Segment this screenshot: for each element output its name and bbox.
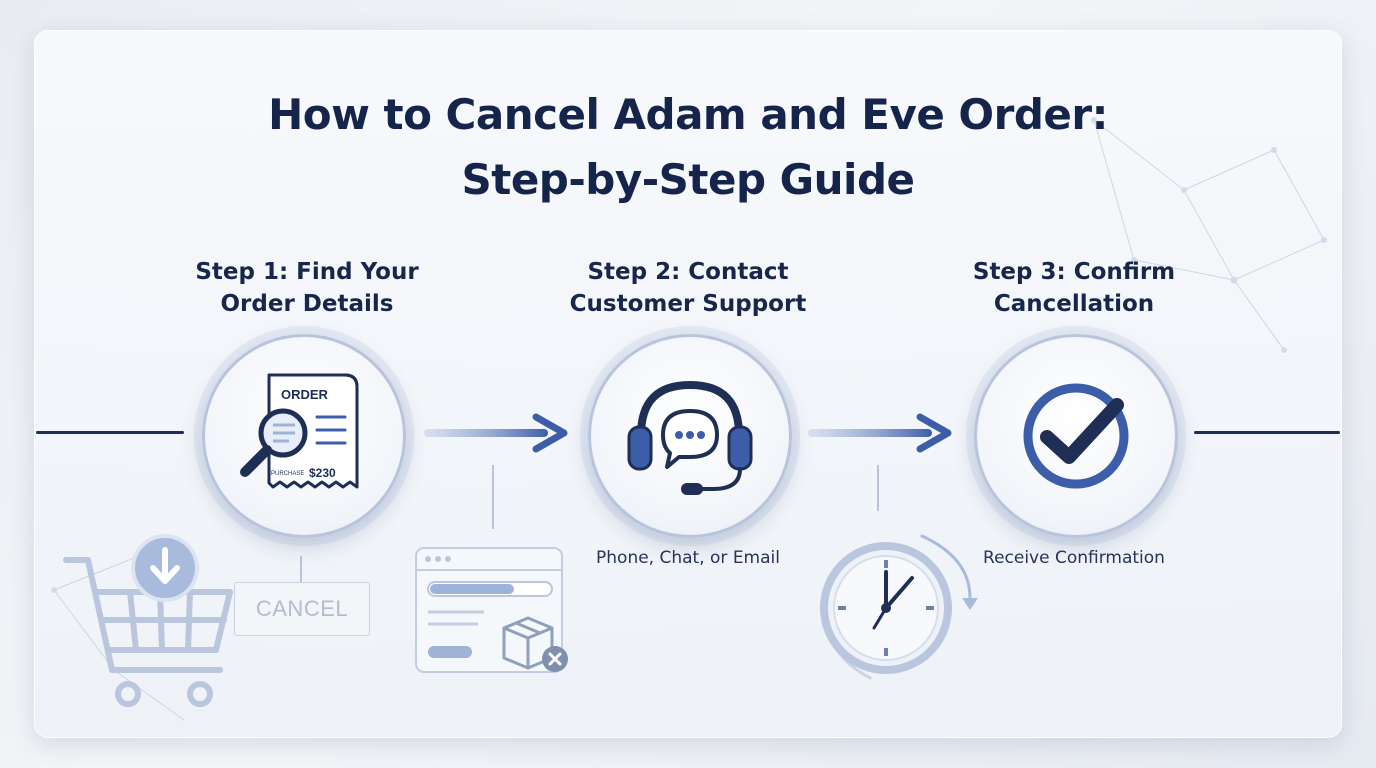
step-3-sub-label: Receive Confirmation bbox=[983, 548, 1165, 568]
step-3-stem-line bbox=[877, 465, 879, 511]
package-icon bbox=[502, 616, 554, 670]
clock-icon bbox=[820, 534, 978, 680]
step-3-title-line-1: Step 3: Confirm bbox=[972, 259, 1176, 285]
download-icon bbox=[131, 534, 199, 602]
receipt-caption: PURCHASE bbox=[271, 471, 304, 477]
step-1-title-line-2: Order Details bbox=[220, 291, 394, 317]
receipt-amount: $230 bbox=[309, 466, 336, 480]
step-3-title: Step 3: Confirm Cancellation bbox=[924, 256, 1224, 320]
headset-chat-icon bbox=[627, 380, 753, 495]
step-2-title: Step 2: Contact Customer Support bbox=[538, 256, 838, 320]
step-2-circle bbox=[588, 334, 792, 538]
page-title-line-1: How to Cancel Adam and Eve Order: bbox=[268, 90, 1108, 139]
step-3-circle bbox=[974, 334, 1178, 538]
page-title: How to Cancel Adam and Eve Order: Step-b… bbox=[0, 82, 1376, 212]
step-2-title-line-2: Customer Support bbox=[569, 291, 807, 317]
receipt-heading: ORDER bbox=[281, 387, 329, 402]
step-3-title-line-2: Cancellation bbox=[993, 291, 1155, 317]
step-2-title-line-1: Step 2: Contact bbox=[587, 259, 789, 285]
right-connector-line bbox=[1194, 431, 1340, 434]
browser-window-icon bbox=[415, 547, 563, 673]
checkmark-icon bbox=[1023, 383, 1129, 489]
step-2-stem-line bbox=[492, 465, 494, 529]
step-1-circle: ORDER PURCHASE $230 bbox=[202, 334, 406, 538]
close-icon bbox=[542, 646, 568, 672]
left-connector-line bbox=[36, 431, 184, 434]
arrow-right-icon bbox=[808, 413, 952, 453]
step-2-sub-label: Phone, Chat, or Email bbox=[596, 548, 780, 568]
receipt-magnifier-icon: ORDER PURCHASE $230 bbox=[240, 373, 359, 489]
step-1-title-line-1: Step 1: Find Your bbox=[195, 259, 419, 285]
arrow-right-icon bbox=[424, 413, 568, 453]
step-1-stem-line bbox=[300, 556, 302, 582]
step-1-title: Step 1: Find Your Order Details bbox=[157, 256, 457, 320]
cancel-button-decoration: CANCEL bbox=[234, 582, 370, 636]
page-title-line-2: Step-by-Step Guide bbox=[461, 155, 916, 204]
